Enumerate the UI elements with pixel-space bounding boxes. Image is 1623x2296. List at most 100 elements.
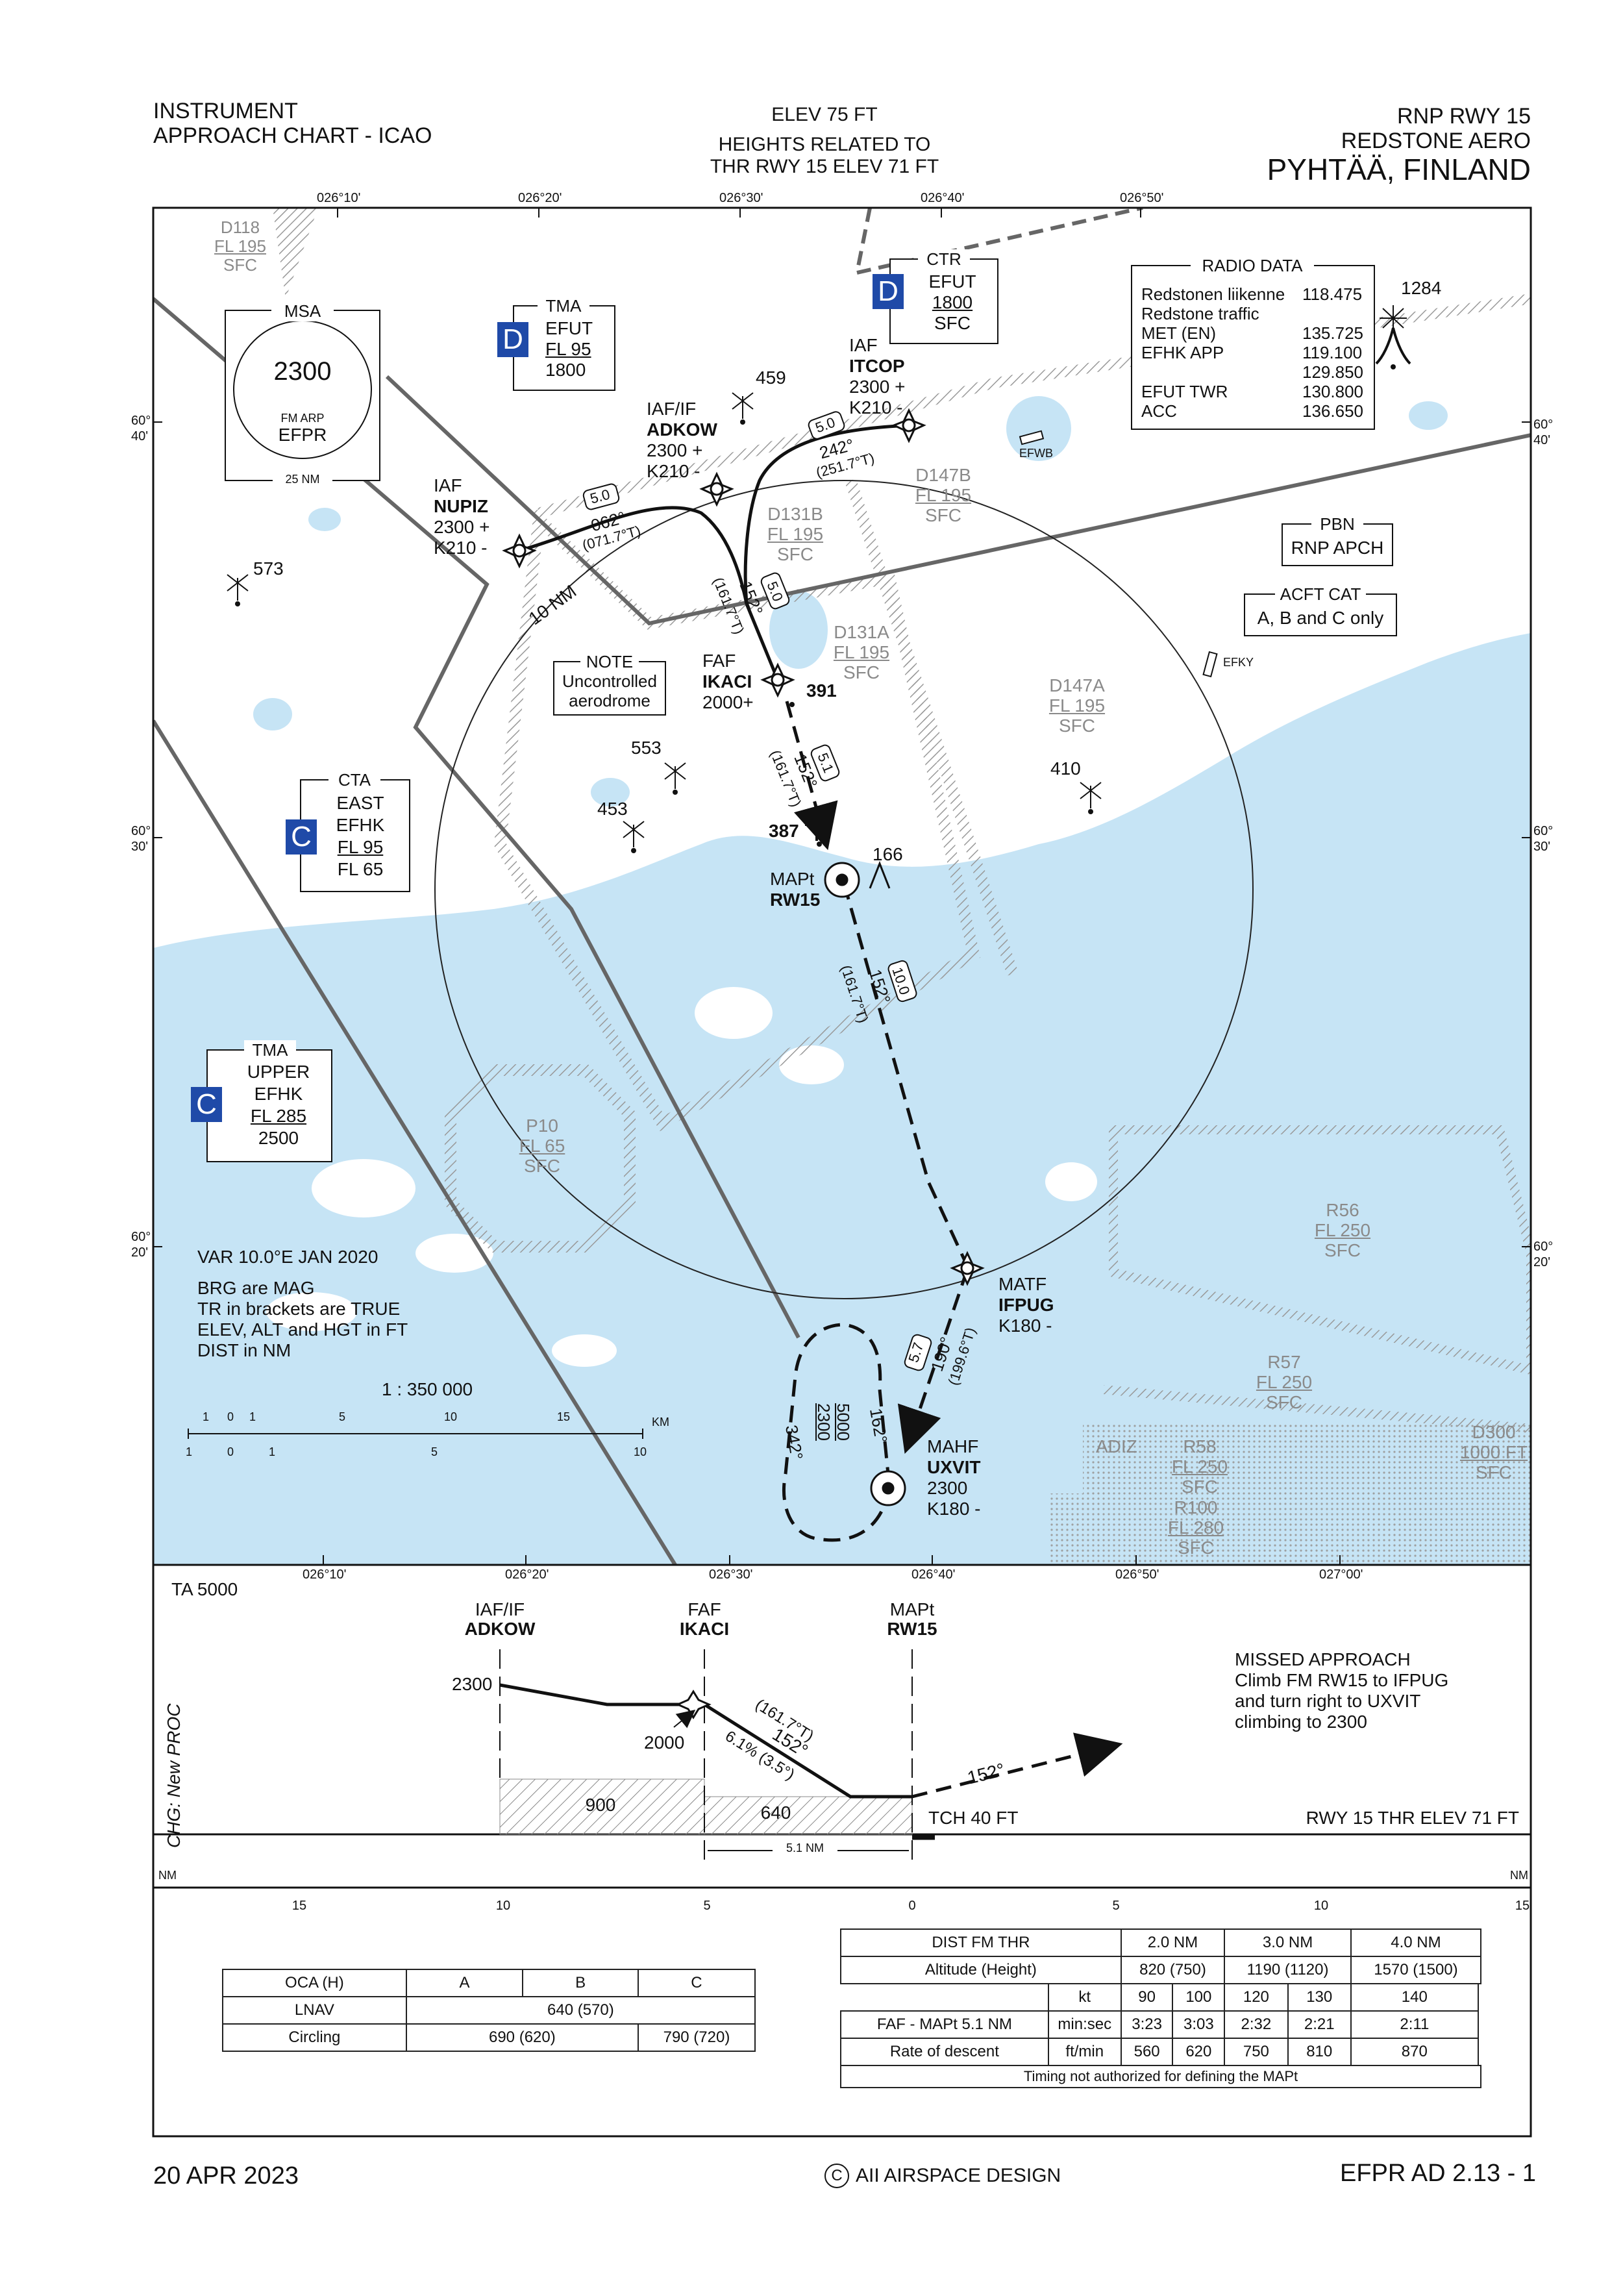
acft-cat-value: A, B and C only xyxy=(1257,608,1384,628)
scale-nm-10: 10 xyxy=(634,1445,647,1458)
obstacle-459: 459 xyxy=(756,368,786,388)
radio-freq-7: 136.650 xyxy=(1302,401,1363,421)
msa-altitude: 2300 xyxy=(273,357,332,386)
nm-10-left: 10 xyxy=(495,1899,511,1913)
oca-table: OCA (H) A B C LNAV 640 (570) Circling 69… xyxy=(222,1969,756,2052)
radio-name-7: ACC xyxy=(1141,401,1177,421)
oca-circling-row: Circling 690 (620) 790 (720) xyxy=(222,2023,756,2052)
oca-lnav-row: LNAV 640 (570) xyxy=(222,1996,756,2025)
msa-ident: EFPR xyxy=(278,425,327,445)
elevation-line1: ELEV 75 FT xyxy=(771,104,878,125)
lat-left-1: 60°40' xyxy=(131,414,151,443)
lon-bot-6: 027°00' xyxy=(1319,1567,1363,1582)
lon-top-3: 026°30' xyxy=(719,191,763,205)
nm-15-right: 15 xyxy=(1515,1899,1530,1913)
track-faf-map xyxy=(785,701,838,851)
lon-bot-2: 026°20' xyxy=(505,1567,549,1582)
tma-efut-title: TMA xyxy=(538,296,589,316)
obstacle-553: 553 xyxy=(631,738,662,758)
class-d-badge-tma: D xyxy=(497,322,528,357)
tma-upper-l1: UPPER xyxy=(247,1062,310,1082)
profile-tch: TCH 40 FT xyxy=(928,1808,1019,1828)
radio-freq-1: 118.475 xyxy=(1302,284,1363,304)
radio-name-3: MET (EN) xyxy=(1141,323,1217,343)
lat-right-3: 60°20' xyxy=(1533,1240,1554,1269)
cta-l1: EAST xyxy=(336,793,384,813)
radio-name-1: Redstonen liikenne xyxy=(1141,284,1285,304)
radio-freq-5: 129.850 xyxy=(1302,362,1363,382)
oca-header-row: OCA (H) A B C xyxy=(222,1969,756,1997)
lat-left-2: 60°30' xyxy=(131,824,151,854)
airfield-efky-symbol xyxy=(1202,651,1218,678)
lon-bot-3: 026°30' xyxy=(709,1567,753,1582)
note-line2: aerodrome xyxy=(569,691,650,710)
ctr-upper: 1800 xyxy=(932,292,973,312)
pbn-box: PBN RNP APCH xyxy=(1282,514,1393,566)
chart-type-line1: INSTRUMENT xyxy=(153,99,298,123)
nm-axis-right: NM xyxy=(1510,1869,1528,1882)
airspace-adiz: ADIZ xyxy=(1096,1436,1137,1456)
lon-bot-1: 026°10' xyxy=(303,1567,347,1582)
lon-top-4: 026°40' xyxy=(921,191,965,205)
radio-name-2: Redstone traffic xyxy=(1141,304,1259,323)
scale-ratio: 1 : 350 000 xyxy=(382,1379,473,1399)
pbn-value: RNP APCH xyxy=(1291,538,1384,558)
msa-ref: FM ARP xyxy=(280,412,325,425)
scale-km-10: 10 xyxy=(444,1410,458,1423)
area-r58 xyxy=(1083,1422,1531,1493)
descent-row: Rate of descent ft/min 560 620 750 810 8… xyxy=(840,2038,1481,2066)
scale-km-0: 0 xyxy=(227,1410,234,1423)
radio-title: RADIO DATA xyxy=(1191,256,1314,276)
lat-right-2: 60°30' xyxy=(1533,824,1554,854)
ctr-title: CTR xyxy=(918,249,970,269)
ring-10nm xyxy=(434,480,1254,1299)
profile-alt-2300: 2300 xyxy=(452,1674,493,1694)
ctr-boundary xyxy=(855,208,872,273)
tma-efut-upper: FL 95 xyxy=(545,339,591,359)
upper-tma-boundary xyxy=(153,719,677,1565)
dist-row: DIST FM THR 2.0 NM 3.0 NM 4.0 NM xyxy=(840,1928,1482,1957)
scale-km-1b: 1 xyxy=(249,1410,256,1423)
ctr-name: EFUT xyxy=(928,271,976,292)
ctr-efut-box: CTR EFUT 1800 SFC xyxy=(889,249,998,344)
lon-top-5: 026°50' xyxy=(1120,191,1164,205)
radio-freq-6: 130.800 xyxy=(1302,382,1363,401)
holding-pattern xyxy=(782,1323,891,1542)
class-c-badge-tma: C xyxy=(191,1087,222,1122)
note-title: NOTE xyxy=(580,652,639,672)
fix-uxvit-symbol xyxy=(870,1470,906,1506)
chart-type-line2: APPROACH CHART - ICAO xyxy=(153,123,432,148)
cta-name: EFHK xyxy=(336,815,385,835)
lat-right-1: 60°40' xyxy=(1533,418,1554,447)
radio-name-4: EFHK APP xyxy=(1141,343,1224,362)
profile-dist: 5.1 NM xyxy=(773,1841,837,1855)
tma-upper-lower: 2500 xyxy=(258,1128,299,1148)
cta-lower: FL 65 xyxy=(337,859,384,879)
radio-freq-3: 135.725 xyxy=(1302,323,1363,343)
profile-oca-900: 900 xyxy=(585,1795,616,1815)
page-id: EFPR AD 2.13 - 1 xyxy=(1339,2160,1536,2187)
elevation-line3: THR RWY 15 ELEV 71 FT xyxy=(710,156,939,177)
scale-nm-0: 0 xyxy=(227,1445,234,1458)
fix-rw15-symbol xyxy=(824,862,860,898)
transition-altitude: TA 5000 xyxy=(171,1579,238,1599)
scale-nm-5: 5 xyxy=(431,1445,438,1458)
speed-row: kt 90 100 120 130 140 xyxy=(841,1983,1481,2012)
tma-upper-box: TMA UPPER EFHK FL 285 2500 xyxy=(206,1040,332,1162)
scale-nm-1: 1 xyxy=(186,1445,193,1458)
procedure-title: RNP RWY 15 REDSTONE AERO PYHTÄÄ, FINLAND xyxy=(1076,104,1531,186)
profile-oca-640: 640 xyxy=(760,1803,791,1823)
lon-bot-5: 026°50' xyxy=(1115,1567,1159,1582)
nm-5-right: 5 xyxy=(1112,1899,1120,1913)
class-c-badge-cta: C xyxy=(286,819,317,855)
fix-nupiz-symbol xyxy=(502,533,537,569)
timing-row: FAF - MAPt 5.1 NM min:sec 3:23 3:03 2:32… xyxy=(840,2010,1481,2039)
airfield-efwb-symbol xyxy=(1019,430,1045,445)
